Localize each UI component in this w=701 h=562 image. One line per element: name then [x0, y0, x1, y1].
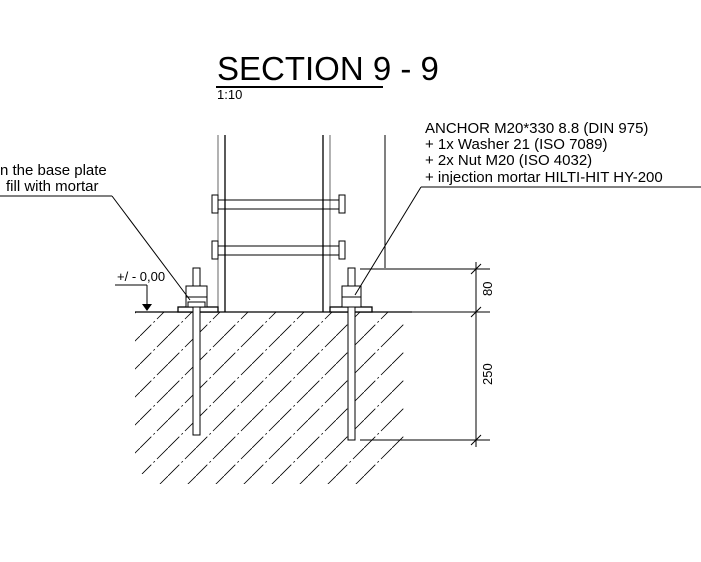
left-note-line1: n the base plate — [0, 162, 107, 179]
anchor-note-line3: + 2x Nut M20 (ISO 4032) — [425, 152, 592, 169]
anchor-note-line2: + 1x Washer 21 (ISO 7089) — [425, 136, 607, 153]
right-column — [322, 135, 331, 312]
scale-label: 1:10 — [217, 87, 242, 102]
soil-hatch — [135, 312, 405, 484]
level-label: +/ - 0,00 — [117, 269, 165, 284]
bracing-bolt-lower — [211, 240, 346, 260]
section-title: SECTION 9 - 9 — [217, 50, 439, 87]
level-marker — [115, 284, 152, 311]
right-anchor — [341, 267, 362, 441]
dimension-lower: 250 — [480, 363, 495, 385]
left-column — [217, 135, 226, 312]
anchor-note-leader — [354, 186, 422, 296]
left-note-line2: fill with mortar — [6, 178, 99, 195]
anchor-note-line4: + injection mortar HILTI-HIT HY-200 — [425, 169, 663, 186]
anchor-note-line1: ANCHOR M20*330 8.8 (DIN 975) — [425, 120, 648, 137]
left-note-leader — [111, 195, 191, 301]
dimension-chain — [360, 262, 490, 447]
left-anchor — [185, 267, 208, 436]
bracing-bolt-upper — [211, 194, 346, 214]
dimension-upper: 80 — [480, 282, 495, 296]
